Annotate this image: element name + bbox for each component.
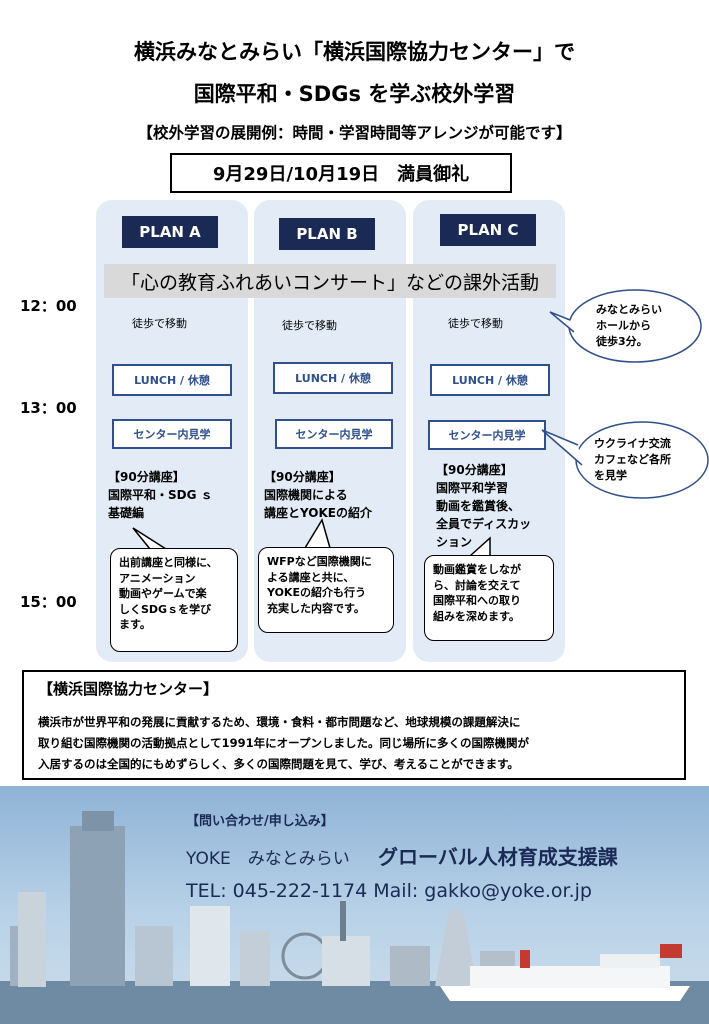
plan-c-lunch: LUNCH / 休憩 <box>430 364 550 396</box>
bubble-cafe: ウクライナ交流 カフェなど各所 を見学 <box>594 436 671 484</box>
skyline-illustration <box>0 811 709 1024</box>
bubble-line: ホールから <box>596 319 651 332</box>
plan-a-tour: センター内見学 <box>112 419 232 449</box>
bubble-line: カフェなど各所 <box>594 453 671 466</box>
plan-c-lunch-label: LUNCH / 休憩 <box>452 374 528 387</box>
note-line: 国際平和への取り <box>433 594 521 607</box>
center-info-heading: 【横浜国際協力センター】 <box>38 680 219 698</box>
note-line: 充実した内容です。 <box>267 601 365 615</box>
info-line: 入居するのは全国的にもめずらしく、多くの国際問題を見て、学び、考えることができま… <box>38 757 519 771</box>
info-line: 横浜市が世界平和の発展に貢献するため、環境・食料・都市問題など、地球規模の課題解… <box>38 715 521 729</box>
plan-b-tour-label: センター内見学 <box>295 428 373 441</box>
note-line: 動画やゲームで楽 <box>119 587 207 600</box>
date-status-text: 9月29日/10月19日 満員御礼 <box>212 164 470 185</box>
plan-c-walk: 徒歩で移動 <box>448 317 503 330</box>
plan-c-note: 動画鑑賞をしなが ら、討論を交えて 国際平和への取り 組みを深めます。 <box>424 555 554 641</box>
bubble-line: を見学 <box>594 469 627 482</box>
bubble-hall: みなとみらい ホールから 徒歩3分。 <box>596 302 662 350</box>
subtitle: 【校外学習の展開例：時間・学習時間等アレンジが可能です】 <box>137 124 572 142</box>
lecture-line: 【90分講座】 <box>264 470 341 484</box>
plan-a-lunch: LUNCH / 休憩 <box>112 364 232 396</box>
plan-c-label: PLAN C <box>440 214 536 246</box>
page-title-line2: 国際平和・SDGs を学ぶ校外学習 <box>193 82 516 106</box>
center-info-text: 横浜市が世界平和の発展に貢献するため、環境・食料・都市問題など、地球規模の課題解… <box>38 712 678 775</box>
bubble-line: ウクライナ交流 <box>594 437 671 450</box>
note-line: 組みを深めます。 <box>433 609 520 623</box>
time-1300: 13：00 <box>20 399 77 417</box>
lecture-line: 【90分講座】 <box>436 463 513 477</box>
lecture-line: 国際平和・SDG ｓ <box>108 488 213 502</box>
info-line: 取り組む国際機関の活動拠点として1991年にオープンしました。同じ場所に多くの国… <box>38 736 529 750</box>
plan-a-lunch-label: LUNCH / 休憩 <box>134 374 210 387</box>
plan-c-tour: センター内見学 <box>428 420 546 450</box>
lecture-line: 国際平和学習 <box>436 481 509 495</box>
plan-b-note: WFPなど国際機関に よる講座と共に、 YOKEの紹介も行う 充実した内容です。 <box>258 547 394 633</box>
note-line: YOKEの紹介も行う <box>267 586 366 599</box>
time-1200: 12：00 <box>20 297 77 315</box>
plan-a-walk: 徒歩で移動 <box>132 317 187 330</box>
note-line: しくSDGｓを学び <box>119 602 212 616</box>
note-line: アニメーション <box>119 571 196 585</box>
time-1500: 15：00 <box>20 593 77 611</box>
skyline-photo: 【問い合わせ/申し込み】 YOKE みなとみらい グローバル人材育成支援課 TE… <box>0 786 709 1024</box>
bubble-line: みなとみらい <box>596 303 662 316</box>
plan-b-lunch: LUNCH / 休憩 <box>273 362 393 394</box>
note-line: よる講座と共に、 <box>267 570 355 584</box>
speech-bubbles <box>541 289 709 499</box>
plan-c-lecture: 【90分講座】 国際平和学習 動画を鑑賞後、 全員でディスカッ ション <box>436 461 531 551</box>
plan-a-label: PLAN A <box>122 216 218 248</box>
plan-b-walk: 徒歩で移動 <box>282 319 337 332</box>
center-info-box: 【横浜国際協力センター】 横浜市が世界平和の発展に貢献するため、環境・食料・都市… <box>22 670 686 780</box>
plan-c-tour-label: センター内見学 <box>448 429 526 442</box>
lecture-line: 基礎編 <box>108 506 145 520</box>
contact-tel-mail: TEL: 045-222-1174 Mail: gakko@yoke.or.jp <box>186 880 592 902</box>
note-line: ます。 <box>119 618 151 631</box>
plan-a-tour-label: センター内見学 <box>133 428 211 441</box>
lecture-line: 【90分講座】 <box>108 470 185 484</box>
lecture-line: 講座とYOKEの紹介 <box>264 506 372 520</box>
note-line: 出前講座と同様に、 <box>119 556 218 569</box>
lecture-line: 国際機関による <box>264 488 348 502</box>
plan-a-lecture: 【90分講座】 国際平和・SDG ｓ 基礎編 <box>108 468 213 522</box>
lecture-line: 動画を鑑賞後、 <box>436 499 521 513</box>
lecture-line: ション <box>436 535 473 549</box>
plan-a-note: 出前講座と同様に、 アニメーション 動画やゲームで楽 しくSDGｓを学び ます。 <box>110 548 238 652</box>
note-line: 動画鑑賞をしなが <box>433 563 521 576</box>
plan-b-tour: センター内見学 <box>275 419 393 449</box>
plan-b-lecture: 【90分講座】 国際機関による 講座とYOKEの紹介 <box>264 468 372 522</box>
note-line: WFPなど国際機関に <box>267 555 372 568</box>
plan-b-lunch-label: LUNCH / 休憩 <box>295 372 371 385</box>
plan-b-label: PLAN B <box>279 218 375 250</box>
note-line: ら、討論を交えて <box>433 578 521 592</box>
bubble-line: 徒歩3分。 <box>596 335 648 348</box>
contact-org: YOKE みなとみらい <box>186 849 350 869</box>
extracurricular-banner: 「心の教育ふれあいコンサート」などの課外活動 <box>104 264 556 298</box>
contact-dept: グローバル人材育成支援課 <box>378 845 618 869</box>
date-status-box: 9月29日/10月19日 満員御礼 <box>170 153 512 193</box>
page-title: 横浜みなとみらい「横浜国際協力センター」で <box>134 40 575 64</box>
contact-heading: 【問い合わせ/申し込み】 <box>186 814 334 829</box>
lecture-line: 全員でディスカッ <box>436 517 532 531</box>
